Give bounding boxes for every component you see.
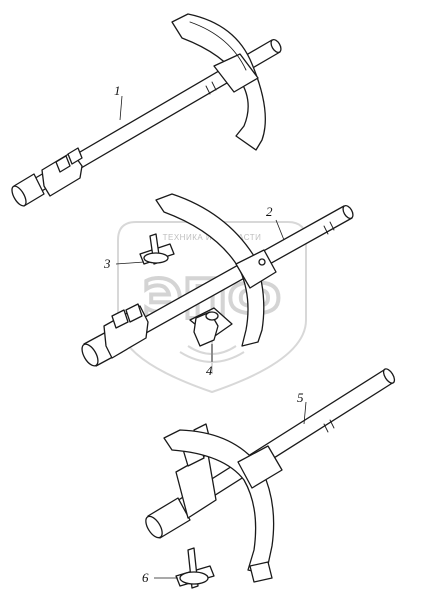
- rod-1-notch: [205, 81, 217, 95]
- callout-1-leader: [119, 95, 123, 121]
- shift-rod-2-end: [342, 204, 354, 220]
- rod-1-lug-tab-2: [67, 147, 83, 165]
- shift-rod-assembly-2: [81, 193, 354, 367]
- callout-1: 1: [114, 83, 121, 98]
- shift-rod-assembly-3: [145, 368, 396, 589]
- callout-3-leader: [115, 261, 145, 265]
- rod-3-end-cap: [145, 515, 163, 539]
- rod-1-lug-tab: [55, 155, 71, 173]
- rod-2-lug-tab: [111, 309, 129, 329]
- callouts: 1 2 3 4 5 6: [103, 83, 307, 585]
- rod-2-lug-tab-2: [125, 303, 143, 323]
- callout-2: 2: [266, 204, 273, 219]
- callout-5: 5: [297, 390, 304, 405]
- callout-5-leader: [303, 401, 307, 425]
- rod-2-end-cap: [81, 343, 99, 367]
- callout-3: 3: [103, 256, 111, 271]
- shift-rod-assembly-1: [11, 13, 282, 207]
- shift-rod-3-end: [382, 368, 396, 384]
- shift-fork-3-jaw: [249, 561, 273, 583]
- watermark-shield: [117, 221, 307, 394]
- callout-4: 4: [206, 363, 213, 378]
- callout-2-leader: [275, 219, 285, 241]
- shift-rod-1-end: [270, 38, 282, 54]
- shift-fork-1-hub: [213, 53, 259, 93]
- rod-2-notch: [323, 221, 335, 235]
- lock-pin-4-head: [205, 311, 219, 321]
- rod-3-notch: [323, 419, 335, 433]
- shift-fork-1-inner: [189, 21, 247, 71]
- shift-fork-2-hub: [235, 249, 277, 289]
- shift-fork-3-hub: [237, 445, 283, 489]
- clip-6-ring: [179, 571, 209, 585]
- rod-1-end-cap: [11, 185, 27, 207]
- callout-6: 6: [142, 570, 149, 585]
- clip-3-ring: [143, 252, 169, 264]
- shift-fork-2-bolt: [258, 258, 266, 266]
